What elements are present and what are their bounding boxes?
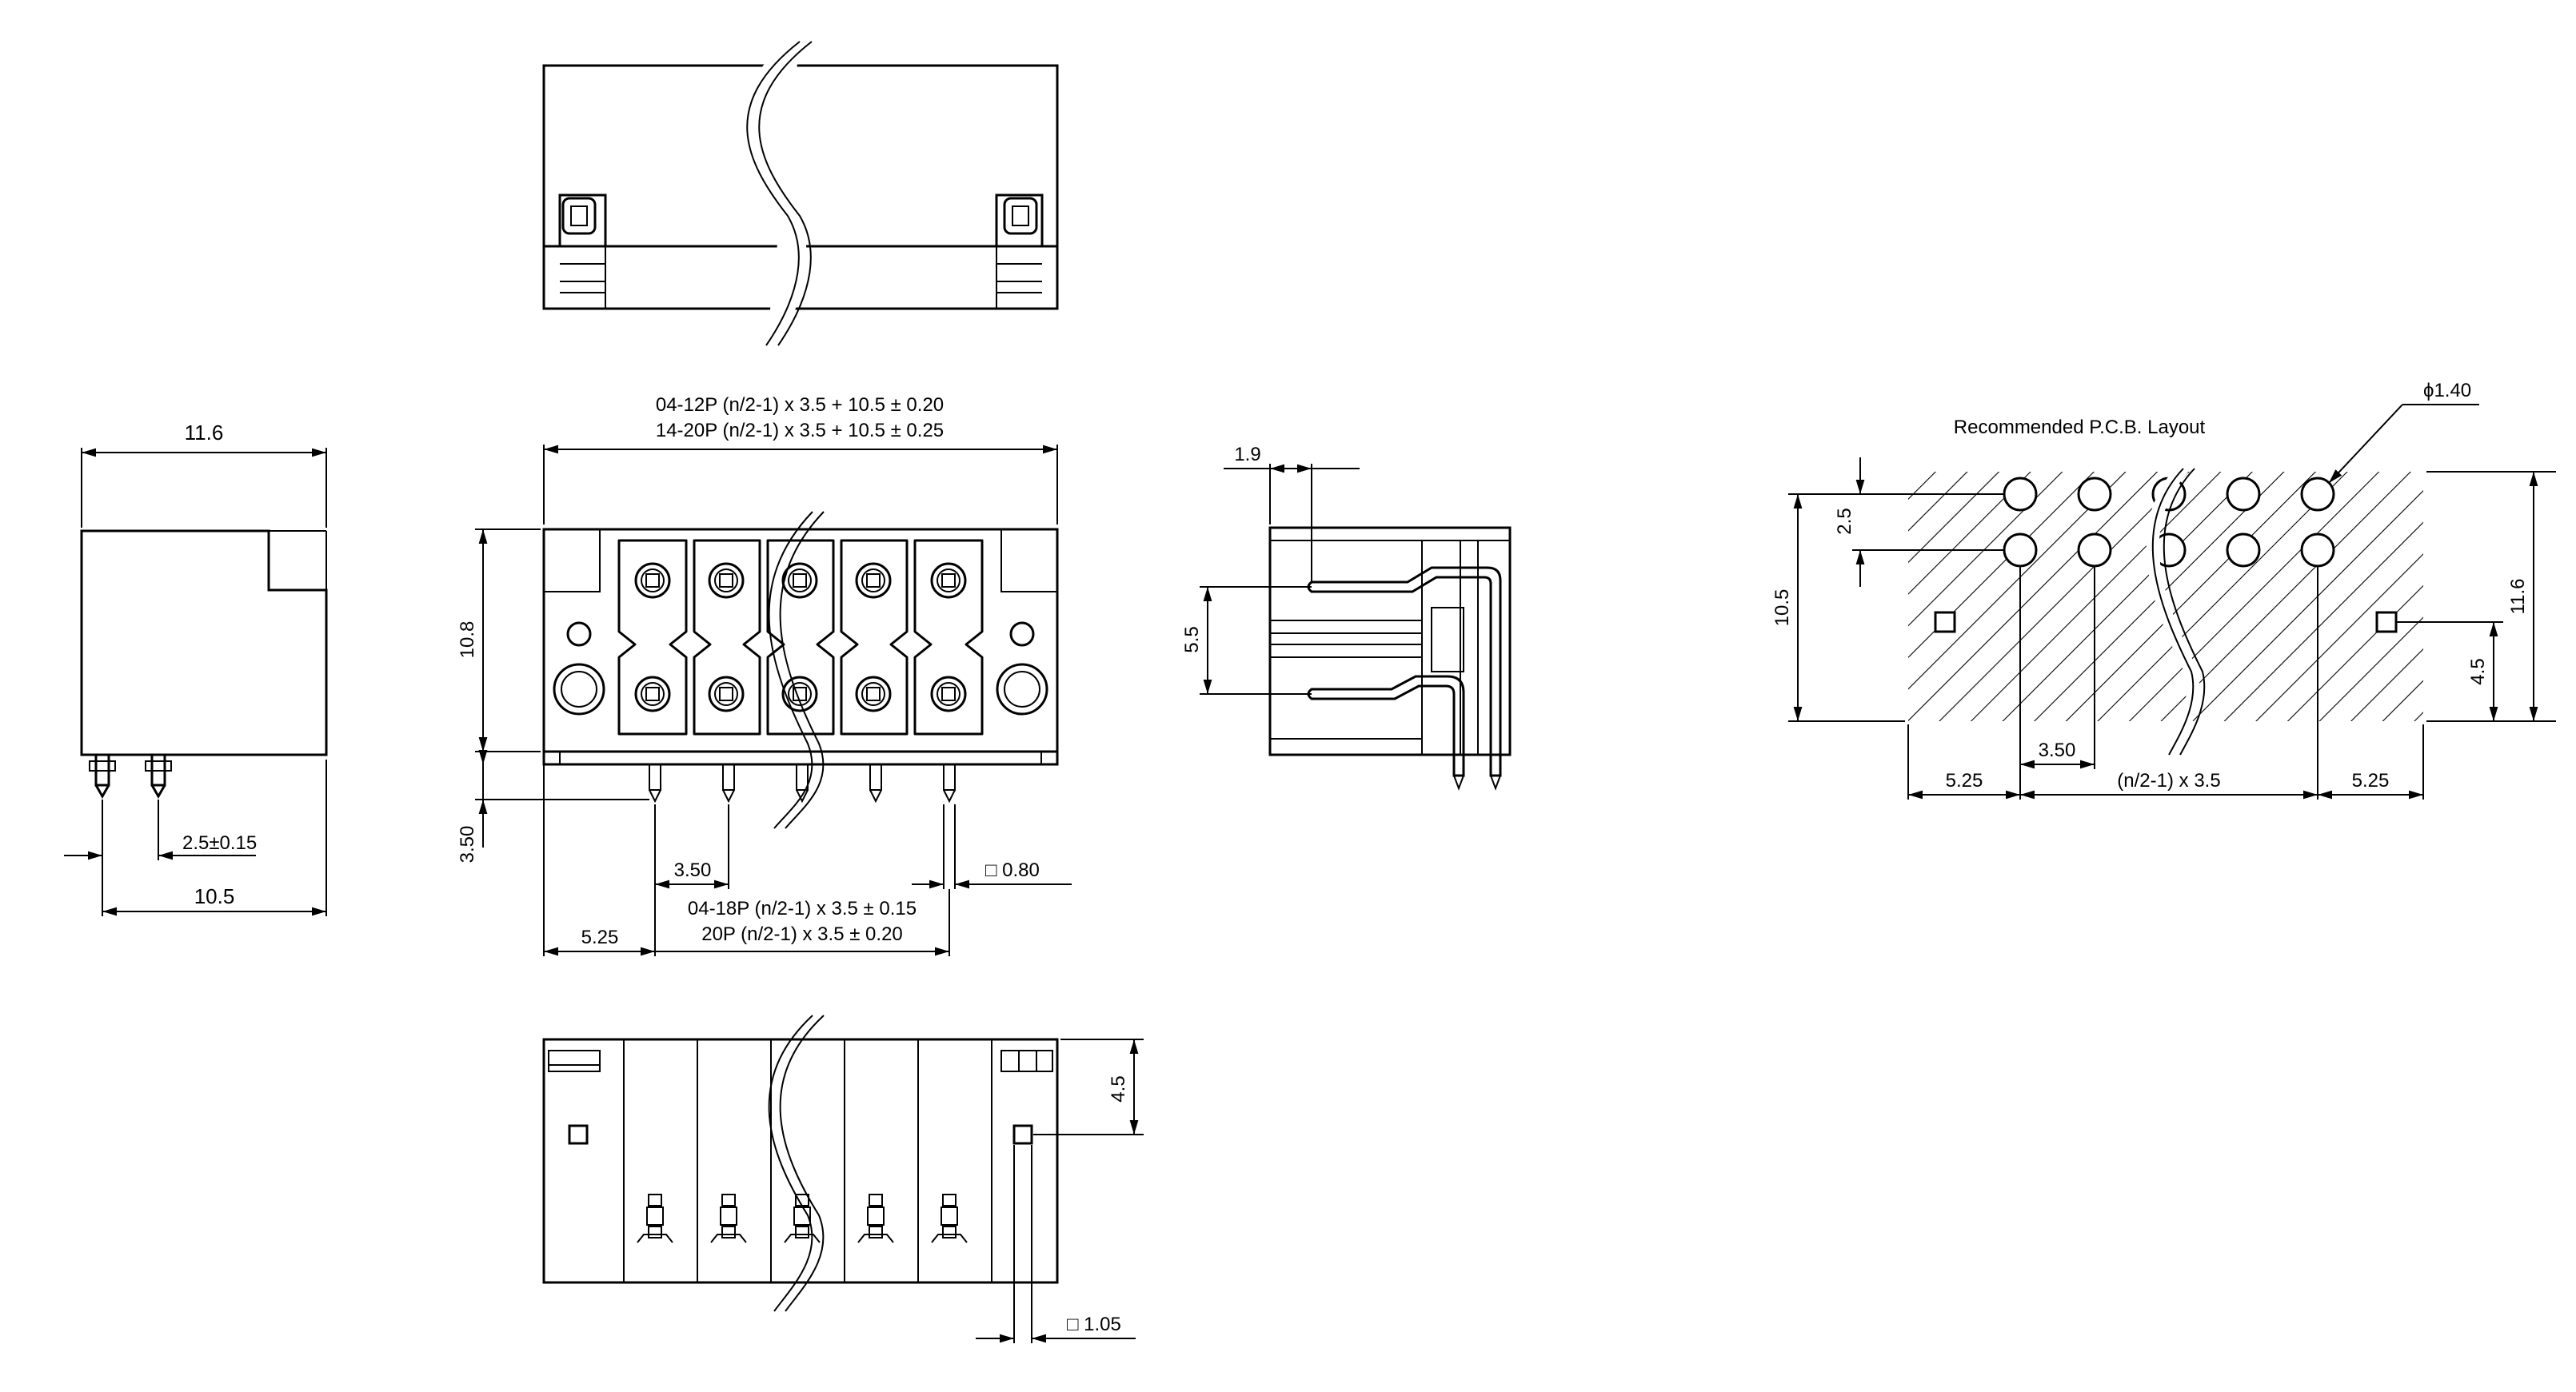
pcb-height-left-dim: 10.5	[1771, 589, 1793, 627]
front-pin-size-dim: □ 0.80	[985, 860, 1040, 881]
pcb-pitch-dim: 3.50	[2039, 740, 2076, 761]
front-edge-dim: 5.25	[581, 927, 619, 948]
pcb-hole-span-dim: (n/2-1) x 3.5	[2117, 770, 2220, 792]
section-top-dim: 1.9	[1234, 444, 1260, 465]
pcb-peg-offset-dim: 4.5	[2467, 658, 2489, 684]
side-pin-pitch-dim: 2.5±0.15	[182, 832, 257, 854]
side-view: 11.6 2.5±0.15 10.5	[64, 421, 328, 916]
bottom-peg-size-dim: □ 1.05	[1067, 1314, 1121, 1335]
pcb-height-right-dim: 11.6	[2507, 579, 2529, 615]
front-span-dim-1: 04-18P (n/2-1) x 3.5 ± 0.15	[688, 898, 917, 919]
front-pitch-dim: 3.50	[674, 860, 712, 881]
front-view: 04-12P (n/2-1) x 3.5 + 10.5 ± 0.20 14-20…	[457, 394, 1072, 956]
front-pin-length-dim: 3.50	[457, 826, 478, 864]
pcb-edge-left-dim: 5.25	[1946, 770, 1983, 792]
front-height-dim: 10.8	[457, 621, 478, 659]
front-length-dim-2: 14-20P (n/2-1) x 3.5 + 10.5 ± 0.25	[656, 420, 944, 441]
pcb-edge-right-dim: 5.25	[2352, 770, 2390, 792]
pcb-row-pitch-dim: 2.5	[1834, 508, 1855, 534]
bottom-peg-offset-dim: 4.5	[1108, 1075, 1129, 1102]
pcb-layout: Recommended P.C.B. Layout ϕ1.40 2.5 10.5	[1771, 380, 2556, 800]
section-row-dim: 5.5	[1181, 626, 1203, 652]
section-view: 1.9 5.5	[1181, 444, 1512, 791]
front-span-dim-2: 20P (n/2-1) x 3.5 ± 0.20	[701, 923, 903, 945]
bottom-view: 4.5 □ 1.05	[542, 1015, 1144, 1343]
pcb-hole-diameter-dim: ϕ1.40	[2423, 380, 2471, 401]
side-span-dim: 10.5	[194, 884, 235, 908]
pcb-layout-title: Recommended P.C.B. Layout	[1954, 417, 2206, 438]
front-length-dim-1: 04-12P (n/2-1) x 3.5 + 10.5 ± 0.20	[656, 394, 944, 416]
top-view	[542, 35, 1059, 350]
side-width-dim: 11.6	[185, 421, 224, 445]
